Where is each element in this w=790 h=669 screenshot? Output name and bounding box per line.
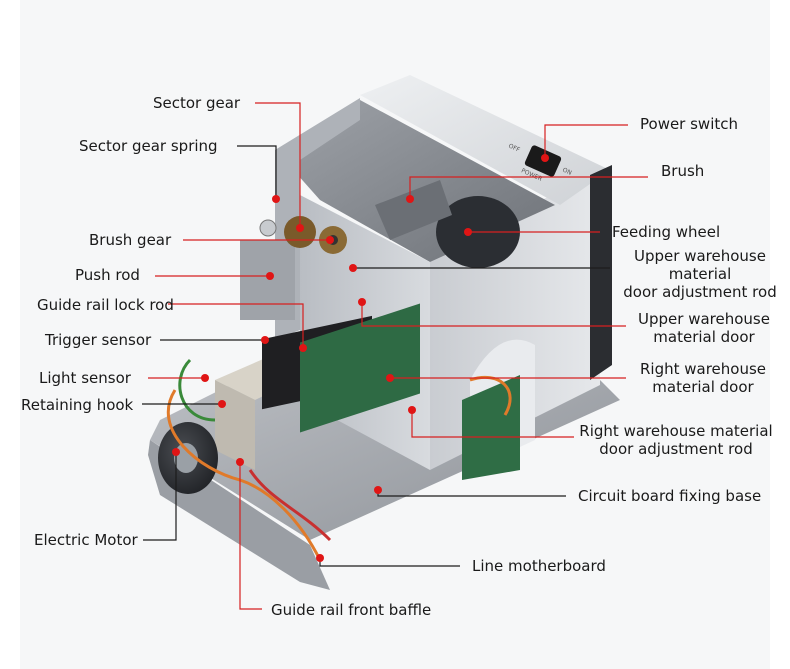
switch-on-marking: ON (561, 167, 572, 177)
dot-sector-gear-spring (272, 195, 280, 203)
label-feeding-wheel: Feeding wheel (612, 223, 721, 241)
callout-dots (172, 154, 549, 562)
label-line: material door (653, 328, 755, 346)
label-brush-gear: Brush gear (89, 231, 172, 249)
dot-brush (406, 195, 414, 203)
label-trigger-sensor: Trigger sensor (45, 331, 152, 349)
leader-right-door-rod (411, 410, 574, 438)
label-push-rod: Push rod (75, 266, 140, 284)
label-upper-warehouse-door-adjust-rod: Upper warehouse material door adjustment… (619, 247, 781, 301)
dot-feeding-wheel (464, 228, 472, 236)
dot-circuit-board-base (374, 486, 382, 494)
leader-sector-gear-spring (237, 145, 277, 197)
wire-red (248, 469, 332, 542)
label-right-warehouse-door-adjust-rod: Right warehouse material door adjustment… (576, 422, 776, 458)
switch-off-marking: OFF (507, 143, 521, 154)
machine-body: OFF ON POWER (148, 75, 620, 590)
dot-light-sensor (201, 374, 209, 382)
dot-power-switch (541, 154, 549, 162)
dot-upper-door-rod (349, 264, 357, 272)
label-right-warehouse-door: Right warehouse material door (634, 360, 772, 396)
leader-upper-door (361, 302, 626, 327)
label-line: Upper warehouse (638, 310, 770, 328)
label-guide-rail-front-baffle: Guide rail front baffle (271, 601, 432, 619)
dot-retaining-hook (218, 400, 226, 408)
label-line: door adjustment rod (623, 283, 777, 301)
leader-brush (409, 176, 648, 198)
circuit-board-right (462, 375, 520, 480)
right-edge-strip (590, 165, 612, 380)
leader-guide-rail-front-baffle (239, 462, 262, 610)
label-upper-warehouse-door: Upper warehouse material door (632, 310, 776, 346)
label-line: Right warehouse material (579, 422, 773, 440)
dot-sector-gear (296, 224, 304, 232)
dot-brush-gear (326, 236, 334, 244)
dot-electric-motor (172, 448, 180, 456)
dot-trigger-sensor (261, 336, 269, 344)
dot-line-motherboard (316, 554, 324, 562)
leader-sector-gear (255, 102, 301, 228)
leader-electric-motor (143, 452, 177, 541)
circuit-board-front (300, 303, 420, 433)
left-bracket (240, 240, 295, 320)
label-line: Right warehouse (639, 360, 767, 378)
label-guide-rail-lock-rod: Guide rail lock rod (37, 296, 174, 314)
wire-green (178, 358, 216, 422)
label-circuit-board-fixing-base: Circuit board fixing base (578, 487, 762, 505)
left-back-wall (275, 98, 360, 340)
label-sector-gear: Sector gear (153, 94, 241, 112)
label-brush: Brush (661, 162, 705, 180)
dot-push-rod (266, 272, 274, 280)
label-retaining-hook: Retaining hook (21, 396, 134, 414)
leader-power-switch (544, 124, 628, 157)
dot-right-door-rod (408, 406, 416, 414)
label-line-motherboard: Line motherboard (472, 557, 606, 575)
dot-guide-rail-front-baffle (236, 458, 244, 466)
label-light-sensor: Light sensor (39, 369, 131, 387)
dot-guide-rail-lock-rod (299, 344, 307, 352)
label-line: material (668, 265, 732, 283)
label-line: Upper warehouse (634, 247, 766, 265)
label-line: material door (652, 378, 754, 396)
dot-right-door (386, 374, 394, 382)
label-sector-gear-spring: Sector gear spring (79, 137, 218, 155)
label-power-switch: Power switch (640, 115, 739, 133)
leader-lines (142, 102, 648, 610)
leader-guide-rail-lock-rod (168, 303, 304, 347)
motor-cap (174, 443, 198, 473)
brush-roller (375, 180, 452, 240)
label-line: door adjustment rod (599, 440, 753, 458)
label-electric-motor: Electric Motor (34, 531, 138, 549)
screw (259, 219, 277, 237)
dot-upper-door (358, 298, 366, 306)
